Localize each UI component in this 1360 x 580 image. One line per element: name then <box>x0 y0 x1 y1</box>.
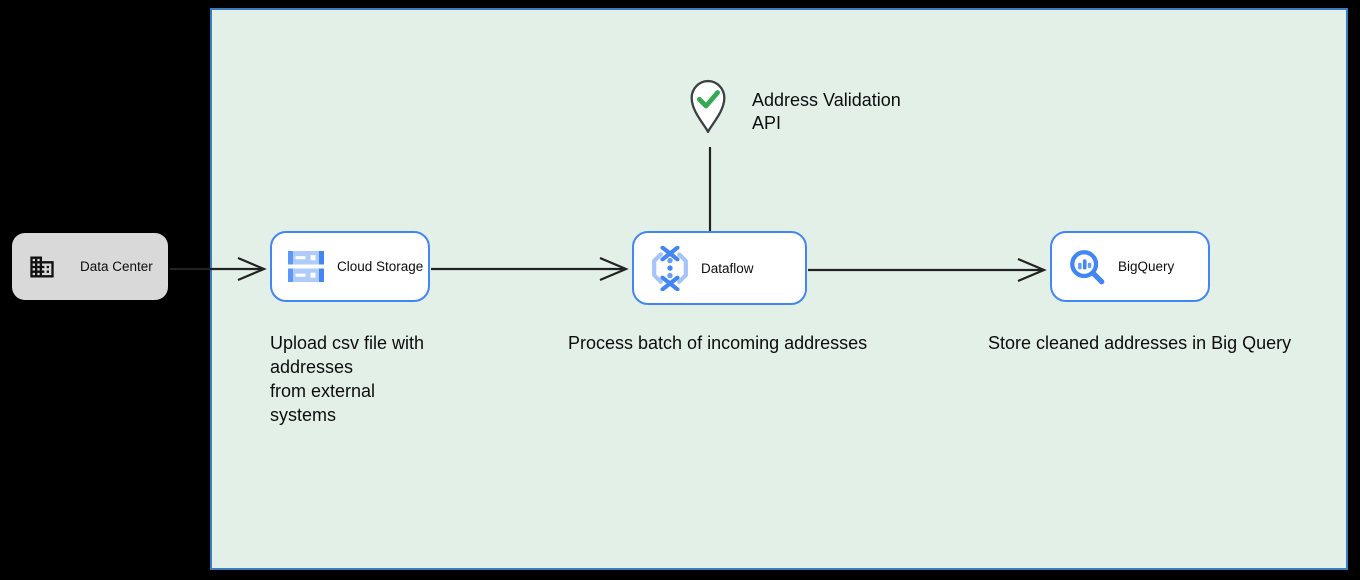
cloud-storage-icon <box>287 250 325 283</box>
bigquery-magnifier-icon <box>1068 248 1106 286</box>
address-validation-api-label: Address Validation API <box>752 90 901 133</box>
dataflow-node: Dataflow <box>632 231 807 305</box>
data-center-label: Data Center <box>80 259 153 274</box>
dataflow-label: Dataflow <box>701 260 754 276</box>
cloud-storage-label: Cloud Storage <box>337 259 424 274</box>
caption-store-cleaned: Store cleaned addresses in Big Query <box>988 333 1292 353</box>
bigquery-node: BigQuery <box>1050 231 1210 302</box>
cloud-storage-node: Cloud Storage <box>270 231 430 302</box>
data-center-node: Data Center <box>12 233 168 300</box>
bigquery-label: BigQuery <box>1118 259 1175 274</box>
caption-process-batch: Process batch of incoming addresses <box>568 333 868 353</box>
caption-upload-csv: Upload csv file with addresses from exte… <box>270 333 425 425</box>
dataflow-icon <box>650 245 690 291</box>
map-pin-check-icon <box>684 76 732 141</box>
building-icon <box>28 253 56 281</box>
